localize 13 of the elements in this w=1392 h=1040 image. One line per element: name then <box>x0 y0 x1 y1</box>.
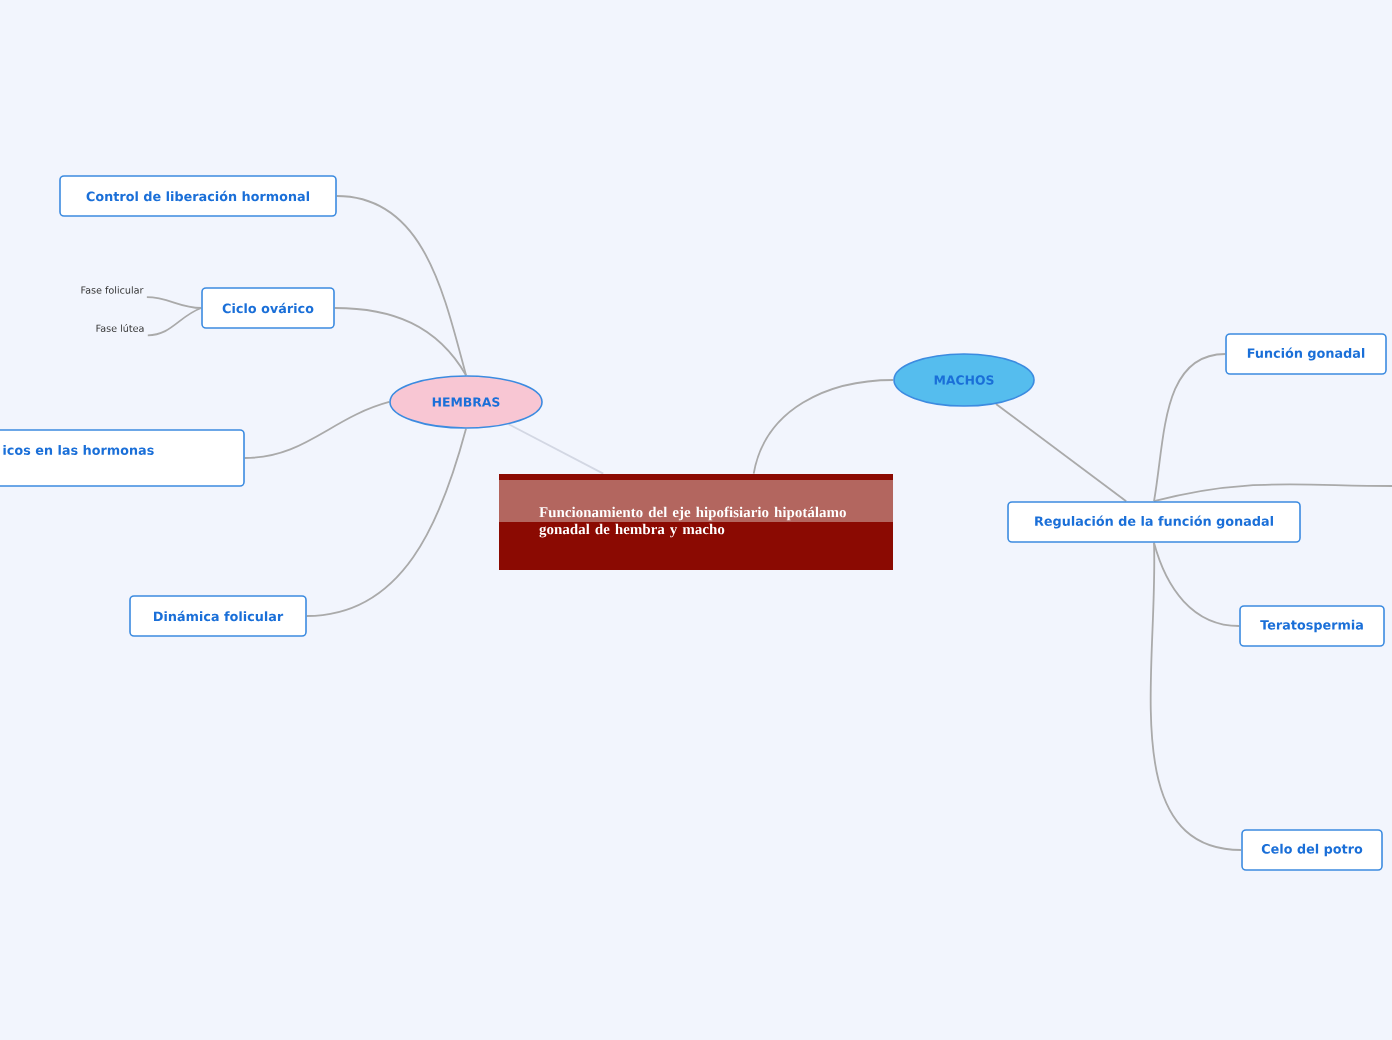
connector-line <box>1153 541 1241 627</box>
connector-line <box>507 423 605 475</box>
connector-line <box>335 195 467 377</box>
connector-line <box>995 403 1128 503</box>
connector-line <box>1153 353 1227 503</box>
connector-line <box>752 379 895 475</box>
connector-line <box>333 307 467 377</box>
connector-line <box>1149 541 1243 851</box>
connector-line <box>146 307 203 337</box>
connector-line <box>1153 483 1392 503</box>
connector-line <box>243 401 391 459</box>
connector-line <box>145 296 203 309</box>
connector-line <box>305 427 467 617</box>
